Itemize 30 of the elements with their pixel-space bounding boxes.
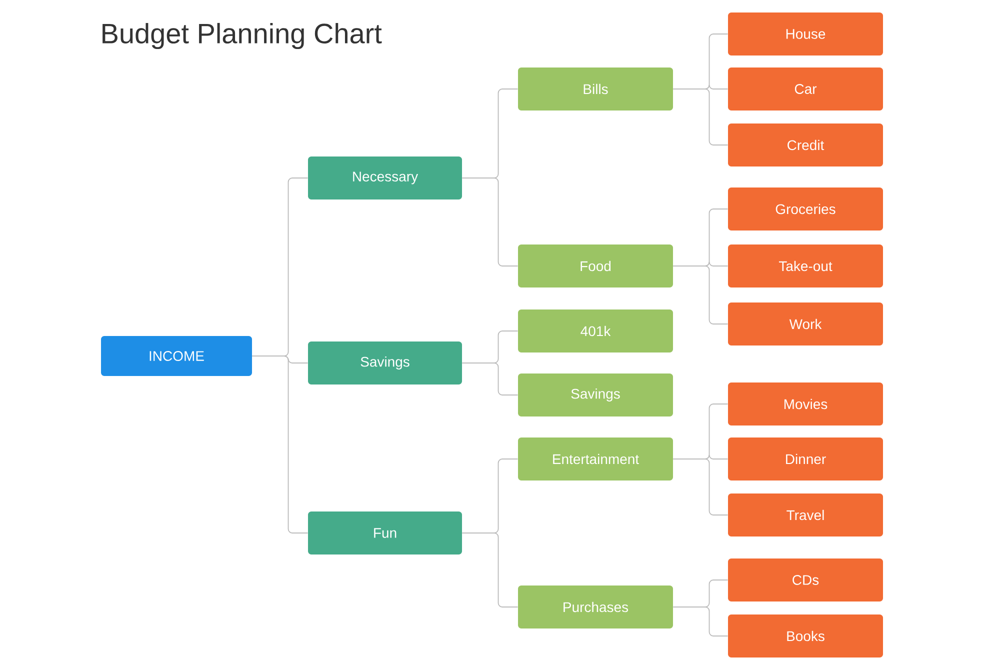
process-box: Bills — [518, 68, 673, 110]
connector — [462, 362, 518, 396]
process-box: Car — [728, 68, 883, 110]
process-box: Work — [728, 302, 883, 346]
process-box: Food — [518, 244, 673, 288]
process-box: Purchases — [518, 586, 673, 628]
process-box: Dinner — [728, 438, 883, 480]
process-box: Travel — [728, 494, 883, 536]
title: Budget Planning Chart — [102, 22, 382, 50]
process-box: Necessary — [308, 156, 462, 200]
process-box: Savings — [308, 342, 462, 384]
process-box: 401k — [518, 310, 673, 352]
process-box: INCOME — [101, 336, 252, 376]
process-box: Fun — [308, 512, 462, 554]
connector — [672, 266, 728, 324]
connector — [252, 356, 308, 534]
process-box: Movies — [728, 382, 883, 426]
connector — [462, 178, 518, 266]
connector — [462, 532, 518, 608]
connector — [672, 606, 728, 636]
connector — [672, 458, 728, 516]
process-box: House — [728, 12, 883, 56]
process-box: Savings — [518, 374, 673, 416]
connector — [672, 88, 728, 146]
process-box: Take-out — [728, 244, 883, 288]
process-box: CDs — [728, 558, 883, 602]
process-box: Entertainment — [518, 438, 673, 480]
process-box: Credit — [728, 124, 883, 166]
process-box: Groceries — [728, 188, 883, 230]
process-box: Books — [728, 614, 883, 658]
